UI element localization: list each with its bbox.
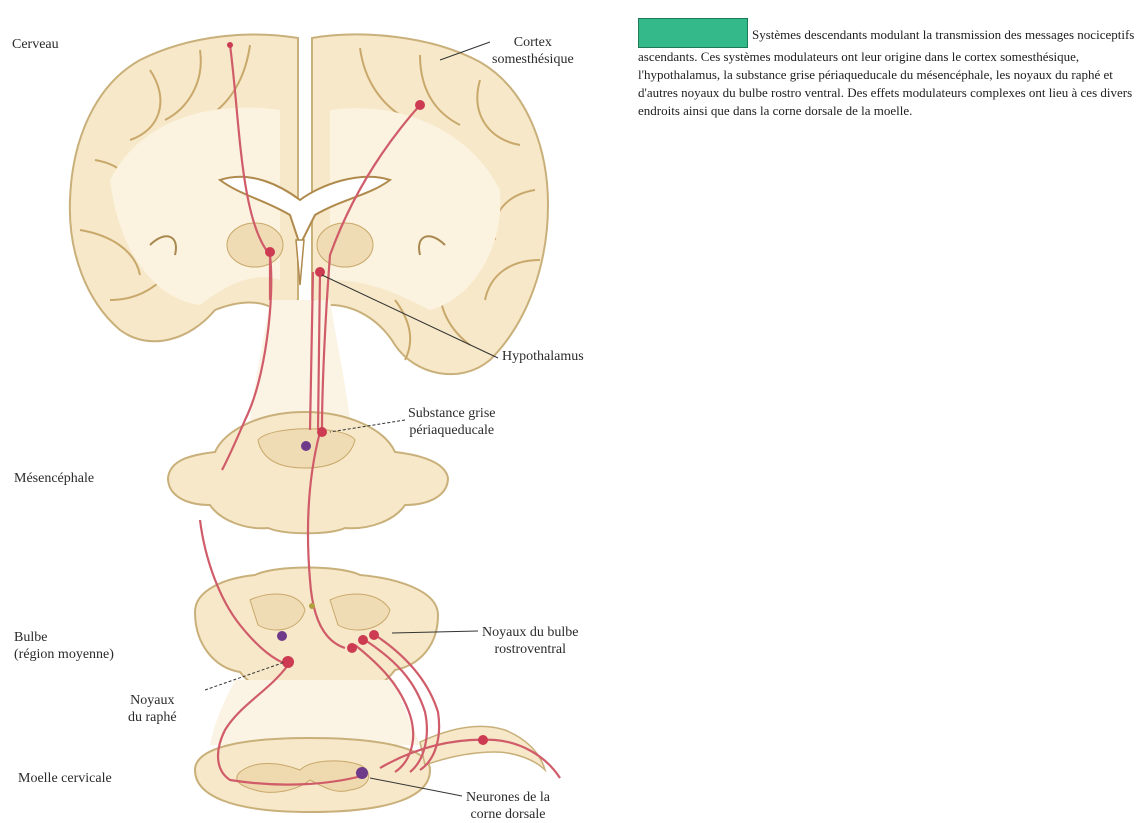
cortex-neuron-left bbox=[227, 42, 233, 48]
rvm-neuron-3 bbox=[369, 630, 379, 640]
figure-caption: Systèmes descendants modulant la transmi… bbox=[638, 26, 1138, 120]
rvm-neuron-1 bbox=[347, 643, 357, 653]
dorsal-root-neuron bbox=[478, 735, 488, 745]
label-moelle-cervicale: Moelle cervicale bbox=[18, 770, 112, 787]
label-cerveau: Cerveau bbox=[12, 36, 59, 53]
pag-interneuron-icon bbox=[301, 441, 311, 451]
label-noyaux-bulbe: Noyaux du bulbe rostroventral bbox=[482, 624, 578, 658]
neuroanatomy-diagram bbox=[0, 0, 630, 823]
label-hypothalamus: Hypothalamus bbox=[502, 348, 584, 365]
label-bulbe: Bulbe (région moyenne) bbox=[14, 629, 114, 663]
dorsal-horn-interneuron-icon bbox=[356, 767, 368, 779]
cortex-neuron-right bbox=[415, 100, 425, 110]
label-mesencephale: Mésencéphale bbox=[14, 470, 94, 487]
medulla-interneuron-icon bbox=[277, 631, 287, 641]
pyramid-dot bbox=[309, 603, 315, 609]
brainstem-connector bbox=[250, 300, 350, 420]
pag-neuron bbox=[317, 427, 327, 437]
raphe-neuron bbox=[282, 656, 294, 668]
figure-number-badge bbox=[638, 18, 748, 48]
label-neurones-corne-dorsale: Neurones de la corne dorsale bbox=[466, 789, 550, 823]
hypothalamus-neuron-left bbox=[265, 247, 275, 257]
label-noyaux-raphe: Noyaux du raphé bbox=[128, 692, 177, 726]
label-cortex-somesthesique: Cortex somesthésique bbox=[492, 34, 574, 68]
label-substance-grise: Substance grise périaqueducale bbox=[408, 405, 495, 439]
rvm-neuron-2 bbox=[358, 635, 368, 645]
